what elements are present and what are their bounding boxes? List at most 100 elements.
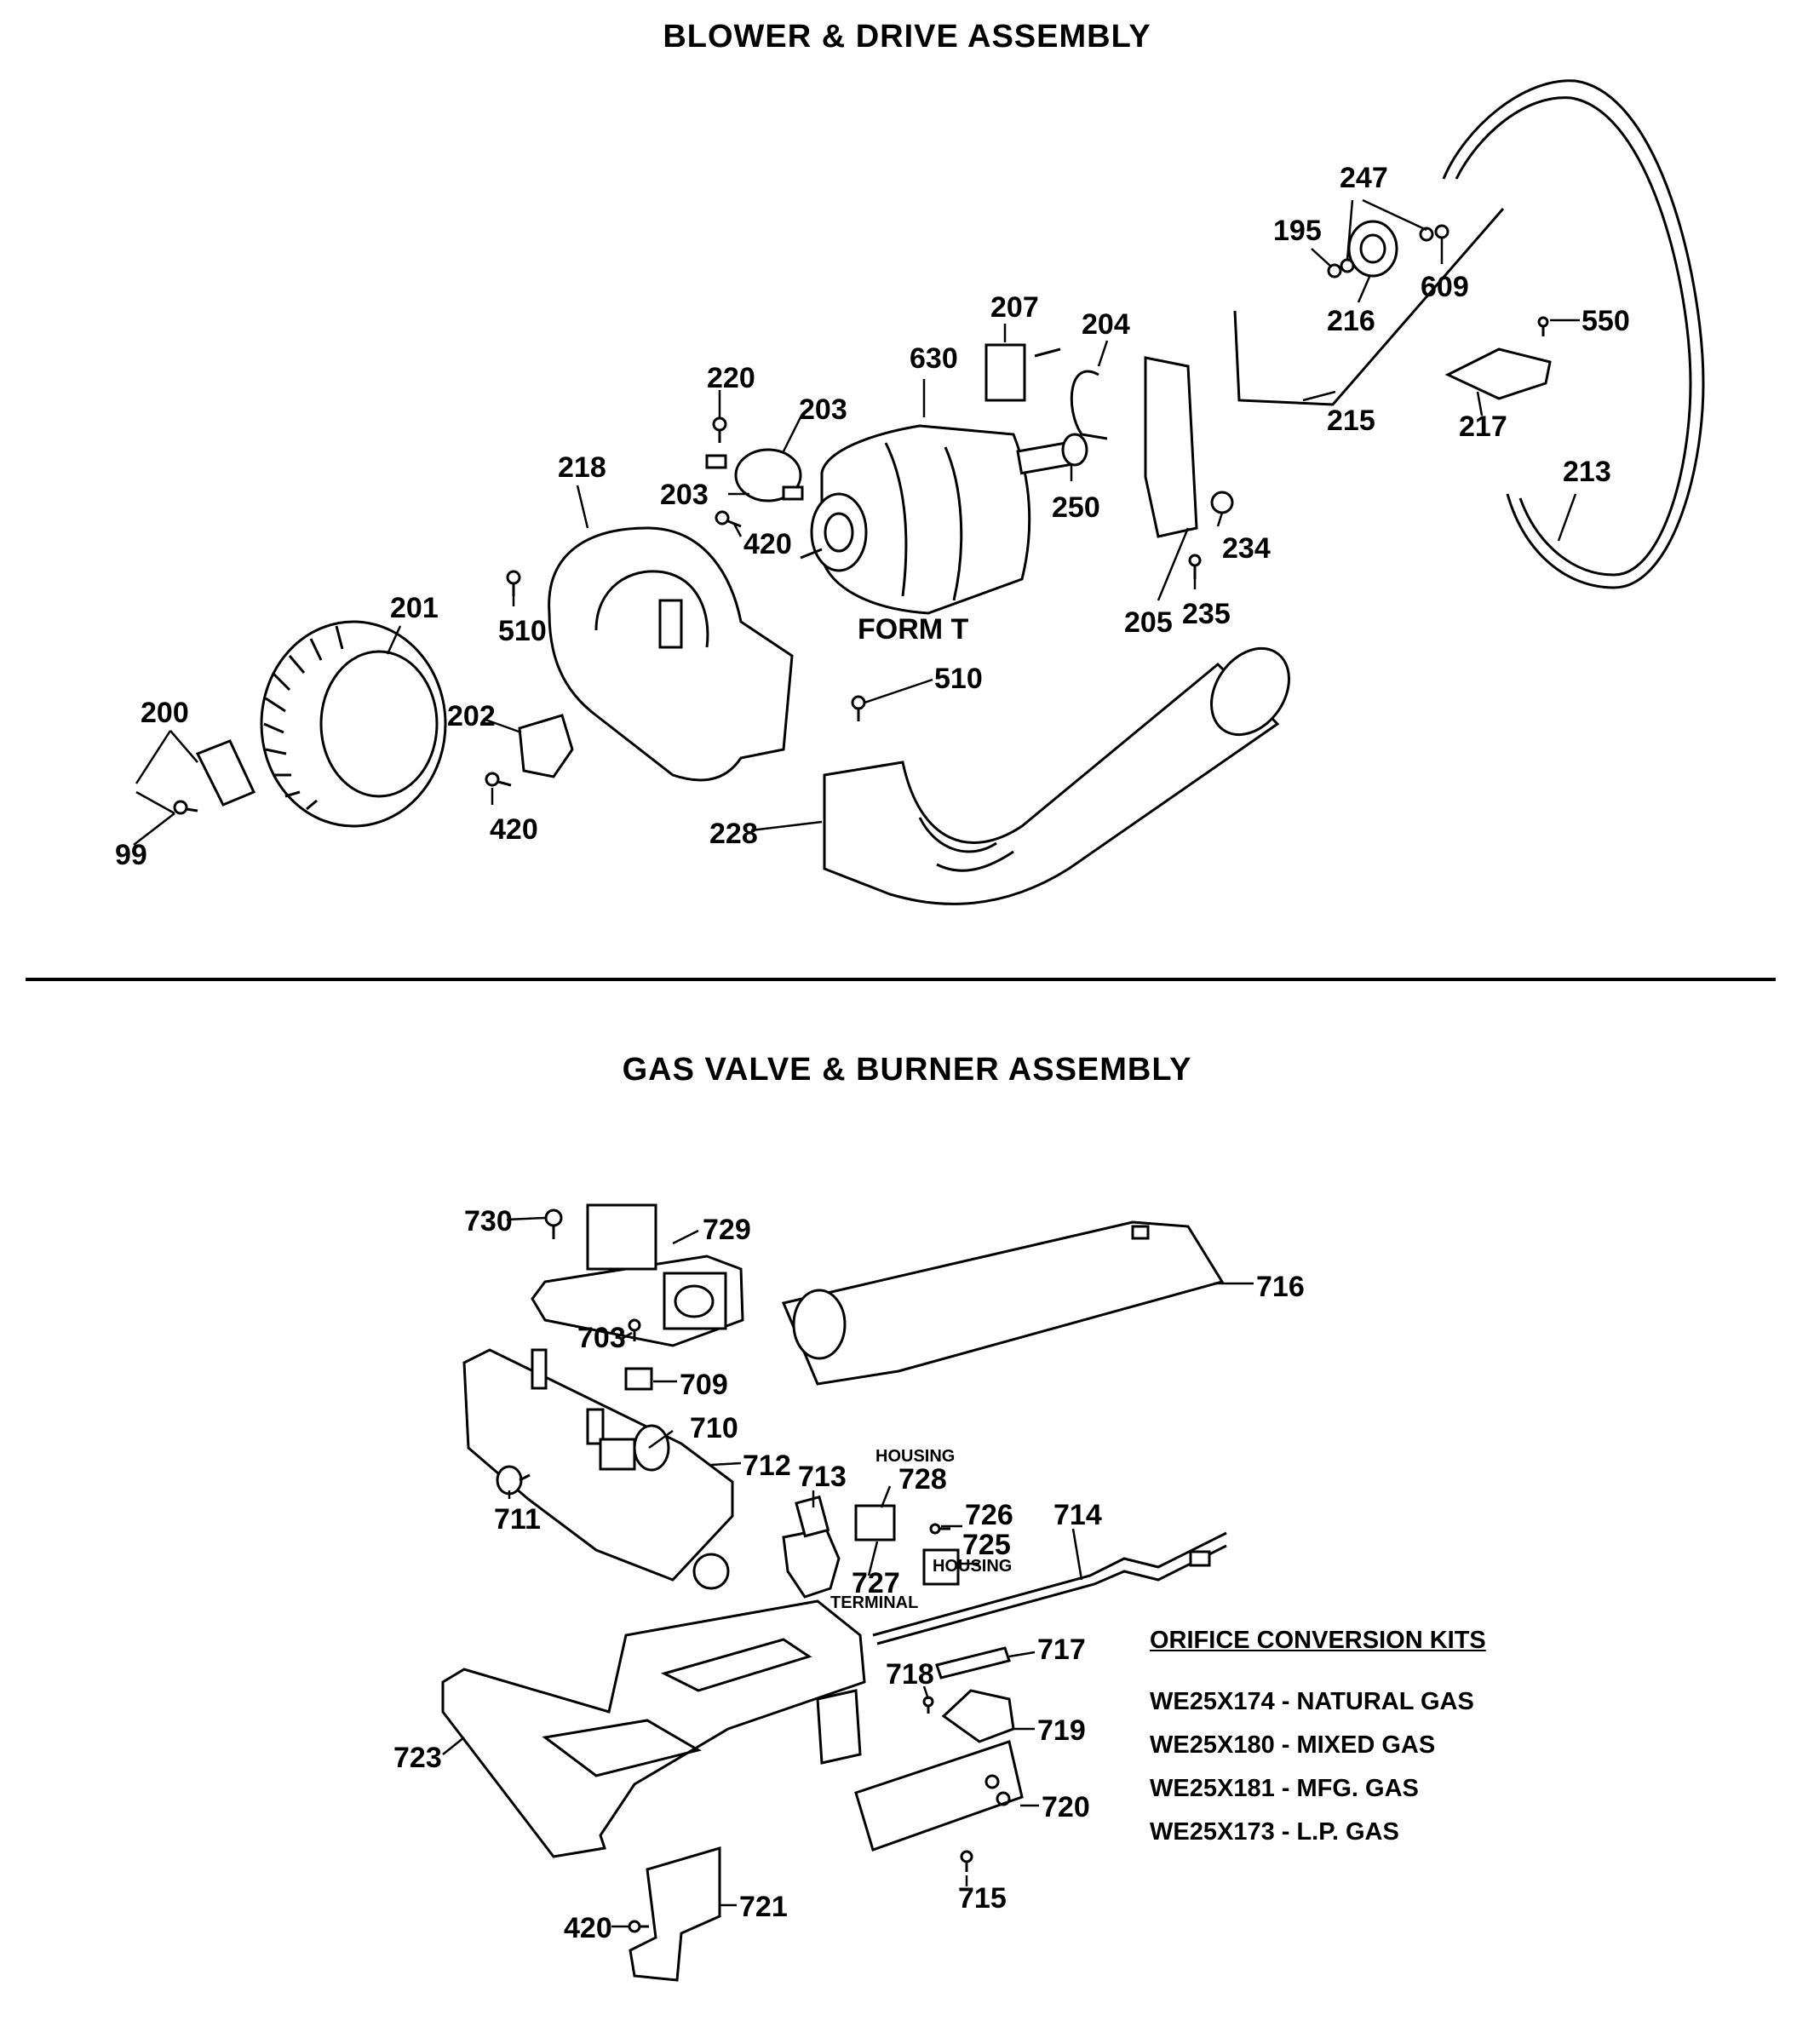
label-213: 213: [1563, 456, 1611, 488]
terminal-caption: TERMINAL: [830, 1593, 918, 1612]
blower-housing: [548, 526, 794, 782]
label-550: 550: [1582, 305, 1630, 337]
label-727: 727: [852, 1567, 900, 1599]
label-203-a: 203: [799, 393, 847, 426]
label-420-gas: 420: [564, 1912, 612, 1944]
blower-part-labels: 247 195 609 216 550 215 217 213 207 204 …: [115, 162, 1630, 871]
label-228: 228: [709, 818, 758, 850]
igniter-shield: [854, 1740, 1024, 1852]
label-203-b: 203: [660, 479, 709, 511]
screw-220: [712, 416, 727, 443]
kit-item: WE25X181 - MFG. GAS: [1150, 1775, 1419, 1802]
label-217: 217: [1459, 411, 1507, 443]
label-235: 235: [1182, 598, 1231, 630]
label-726: 726: [965, 1499, 1013, 1531]
motor-strap: [705, 448, 804, 502]
label-720: 720: [1042, 1791, 1090, 1823]
label-710: 710: [690, 1412, 738, 1444]
motor-clamp: [1070, 370, 1108, 440]
orifice-conversion-kits: ORIFICE CONVERSION KITS WE25X174 - NATUR…: [1150, 1627, 1486, 1854]
washer-609: [1434, 224, 1449, 239]
label-200: 200: [141, 697, 189, 729]
housing-725: [922, 1548, 960, 1586]
label-609: 609: [1421, 271, 1469, 303]
label-202: 202: [447, 700, 496, 732]
label-709: 709: [680, 1369, 728, 1401]
form-t-label: FORM T: [858, 613, 969, 646]
drive-motor: [800, 424, 1088, 615]
label-717: 717: [1037, 1633, 1086, 1666]
housing-728-caption: HOUSING: [875, 1447, 955, 1466]
label-204: 204: [1082, 308, 1130, 341]
kits-title: ORIFICE CONVERSION KITS: [1150, 1627, 1486, 1654]
idler-plate: [1444, 347, 1552, 400]
label-99: 99: [115, 839, 147, 871]
label-201: 201: [390, 592, 439, 624]
screw-550: [1537, 316, 1549, 336]
screw-235: [1188, 554, 1202, 579]
label-729: 729: [703, 1214, 751, 1246]
label-718: 718: [886, 1658, 934, 1691]
kit-item: WE25X180 - MIXED GAS: [1150, 1731, 1436, 1759]
label-207: 207: [990, 291, 1039, 324]
washer-195: [1327, 263, 1342, 278]
fitting-711: [496, 1465, 531, 1496]
gas-pipe: [872, 1531, 1227, 1645]
burner-tube: [781, 1220, 1225, 1386]
label-714: 714: [1053, 1499, 1102, 1531]
blower-wheel: [260, 620, 447, 828]
label-195: 195: [1273, 215, 1322, 247]
screw-703: [628, 1318, 641, 1341]
blower-bracket: [195, 739, 256, 807]
shutoff-valve: [782, 1495, 841, 1599]
screw-99: [173, 800, 198, 815]
burner-bracket: [441, 1599, 866, 1858]
screw-420-lower: [485, 772, 512, 787]
label-630: 630: [910, 342, 958, 375]
exhaust-duct: [823, 646, 1290, 905]
screw-730: [544, 1209, 563, 1239]
label-725: 725: [962, 1529, 1011, 1561]
bracket-721: [629, 1846, 721, 1982]
label-703: 703: [577, 1322, 626, 1354]
gas-valve-body: [462, 1348, 734, 1590]
label-721: 721: [739, 1891, 788, 1923]
gas-part-labels: 730 729 716 703 709 710 712 713 711 HOUS…: [393, 1205, 1305, 1944]
screw-510-upper: [506, 570, 521, 596]
coil-assembly: [531, 1203, 744, 1347]
label-730: 730: [464, 1205, 513, 1237]
orifice-717: [935, 1646, 1011, 1679]
washer-247b: [1419, 227, 1434, 242]
kit-item: WE25X174 - NATURAL GAS: [1150, 1688, 1474, 1715]
label-250: 250: [1052, 491, 1100, 524]
screw-715: [960, 1850, 973, 1872]
label-220: 220: [707, 362, 755, 394]
label-716: 716: [1256, 1271, 1305, 1303]
housing-725-caption: HOUSING: [933, 1557, 1012, 1576]
centrifugal-switch: [984, 343, 1061, 402]
screw-726: [929, 1523, 950, 1535]
screw-420-gas: [628, 1920, 649, 1933]
washer-247a: [1340, 258, 1355, 273]
label-510-upper: 510: [498, 615, 547, 647]
label-728: 728: [898, 1463, 947, 1496]
blower-cover: [518, 714, 574, 778]
label-715: 715: [958, 1882, 1007, 1915]
idler-arm: [1233, 208, 1505, 406]
igniter-719: [941, 1689, 1015, 1743]
label-247: 247: [1340, 162, 1388, 194]
label-723: 723: [393, 1742, 442, 1774]
label-218: 218: [558, 451, 606, 484]
fitting-709: [624, 1367, 653, 1391]
label-713: 713: [798, 1461, 847, 1493]
motor-mount: [1144, 356, 1198, 538]
screw-718: [922, 1696, 934, 1714]
section-divider: [26, 978, 1776, 981]
label-216: 216: [1327, 305, 1375, 337]
label-234: 234: [1222, 532, 1271, 565]
label-719: 719: [1037, 1714, 1086, 1747]
label-215: 215: [1327, 405, 1375, 437]
screw-510-lower: [851, 695, 866, 721]
blower-drive-assembly-title: BLOWER & DRIVE ASSEMBLY: [663, 19, 1151, 55]
housing-728: [854, 1504, 896, 1542]
